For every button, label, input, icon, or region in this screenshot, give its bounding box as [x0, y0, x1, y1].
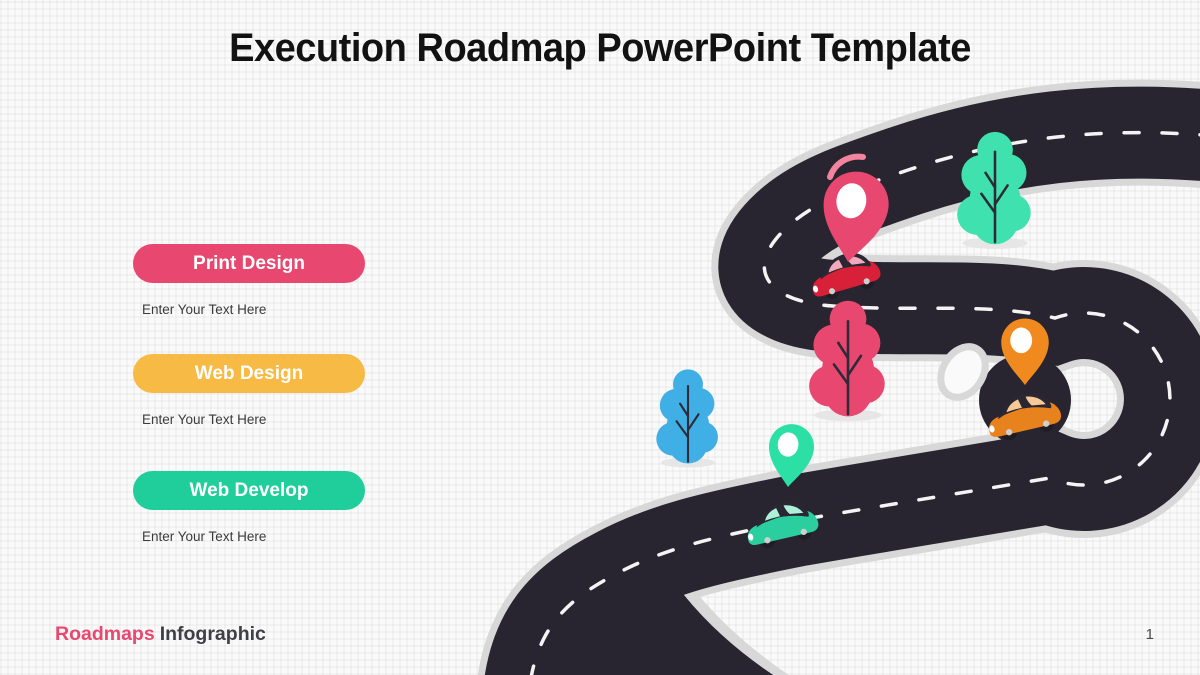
milestone-web-design: Web Design Enter Your Text Here	[133, 354, 365, 427]
web-develop-button[interactable]: Web Develop	[133, 471, 365, 510]
road-inner-pocket	[937, 343, 989, 401]
web-design-button[interactable]: Web Design	[133, 354, 365, 393]
page-number: 1	[1145, 626, 1154, 643]
web-develop-caption[interactable]: Enter Your Text Here	[142, 529, 267, 544]
brand-secondary-text: Infographic	[159, 623, 266, 645]
milestone-print-design: Print Design Enter Your Text Here	[133, 244, 365, 317]
road-flare	[553, 548, 774, 675]
print-design-caption[interactable]: Enter Your Text Here	[142, 302, 267, 317]
web-design-caption[interactable]: Enter Your Text Here	[142, 412, 267, 427]
print-design-button[interactable]: Print Design	[133, 244, 365, 283]
page-title: Execution Roadmap PowerPoint Template	[229, 26, 971, 70]
blue-tree	[655, 368, 719, 469]
brand-primary-text: Roadmaps	[55, 623, 155, 645]
milestone-web-develop: Web Develop Enter Your Text Here	[133, 471, 365, 544]
pink-pin-highlight	[827, 153, 866, 180]
